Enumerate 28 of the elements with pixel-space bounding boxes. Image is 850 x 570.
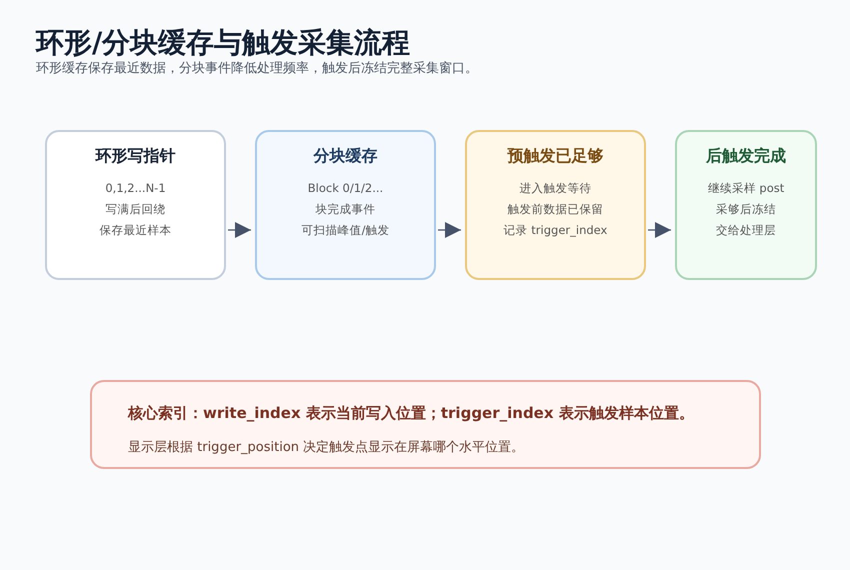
subtitle: 环形缓存保存最近数据，分块事件降低处理频率，触发后冻结完整采集窗口。 xyxy=(36,60,478,77)
box-text: 块完成事件 xyxy=(316,201,376,218)
arrow xyxy=(438,222,461,238)
process-box xyxy=(255,130,436,280)
arrow xyxy=(228,222,251,238)
box-heading: 分块缓存 xyxy=(314,146,378,167)
arrow xyxy=(648,222,671,238)
process-box xyxy=(45,130,226,280)
box-text: 写满后回绕 xyxy=(106,201,166,218)
note-text: 显示层根据 trigger_position 决定触发点显示在屏幕哪个水平位置。 xyxy=(128,439,524,456)
note-heading: 核心索引：write_index 表示当前写入位置；trigger_index 表示触发样本位置。 xyxy=(128,404,694,423)
box-heading: 预触发已足够 xyxy=(508,146,604,167)
box-heading: 环形写指针 xyxy=(96,146,176,167)
box-text: 触发前数据已保留 xyxy=(508,201,604,218)
box-text: 保存最近样本 xyxy=(100,222,172,239)
box-text: 0,1,2...N-1 xyxy=(105,180,166,197)
title: 环形/分块缓存与触发采集流程 xyxy=(36,25,410,61)
process-box xyxy=(675,130,817,280)
process-box xyxy=(465,130,646,280)
box-text: 进入触发等待 xyxy=(520,180,592,197)
box-text: 可扫描峰值/触发 xyxy=(302,222,390,239)
box-text: Block 0/1/2... xyxy=(308,180,384,197)
box-heading: 后触发完成 xyxy=(706,146,786,167)
box-text: 采够后冻结 xyxy=(716,201,776,218)
note-box xyxy=(90,380,761,469)
box-text: 交给处理层 xyxy=(716,222,776,239)
box-text: 继续采样 post xyxy=(708,180,784,197)
box-text: 记录 trigger_index xyxy=(504,222,608,239)
